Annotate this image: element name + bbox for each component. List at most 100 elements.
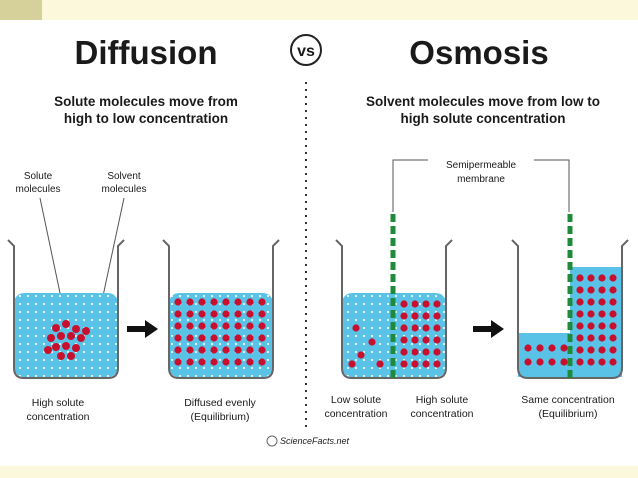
solute-molecule — [174, 298, 182, 306]
solute-molecule — [576, 298, 584, 306]
solute-molecule — [587, 322, 595, 330]
solute-molecule — [576, 286, 584, 294]
solute-molecule — [400, 324, 408, 332]
solute-molecule — [77, 334, 85, 342]
solute-molecule — [62, 342, 70, 350]
solute-molecule — [222, 298, 230, 306]
solute-molecule — [258, 310, 266, 318]
vs-badge — [290, 34, 322, 66]
solute-molecule — [411, 360, 419, 368]
solute-molecule — [258, 298, 266, 306]
solute-molecule — [198, 334, 206, 342]
top-bar — [0, 0, 638, 20]
solute-molecule — [52, 343, 60, 351]
solute-molecule — [576, 346, 584, 354]
solute-molecule — [198, 310, 206, 318]
solute-molecule — [587, 286, 595, 294]
solute-molecule — [422, 324, 430, 332]
solute-molecule — [210, 298, 218, 306]
solute-molecule — [246, 346, 254, 354]
osmosis-arrow — [473, 320, 504, 338]
solute-molecule — [560, 358, 568, 366]
beaker3-caption-right-1: High solute — [416, 394, 469, 406]
solute-molecule — [376, 360, 384, 368]
beaker-equilibrium-diffusion — [162, 239, 280, 379]
solute-molecule — [222, 358, 230, 366]
osmosis-subtitle-2: high solute concentration — [400, 111, 565, 126]
solute-molecule — [47, 334, 55, 342]
solute-molecule — [422, 300, 430, 308]
solute-molecule — [598, 334, 606, 342]
solute-molecule — [352, 324, 360, 332]
solute-molecule — [400, 312, 408, 320]
solute-molecule — [67, 352, 75, 360]
solute-molecule — [198, 358, 206, 366]
solute-molecule — [44, 346, 52, 354]
solute-molecule — [62, 320, 70, 328]
solute-molecule — [246, 358, 254, 366]
beaker-high-solute — [7, 239, 125, 379]
solute-molecule — [598, 346, 606, 354]
diagram-panel: Diffusion vs Osmosis Solute molecules mo… — [0, 20, 638, 466]
solute-molecule — [174, 310, 182, 318]
beaker3-left-solutes — [348, 324, 384, 368]
solute-molecule — [433, 312, 441, 320]
beaker2-solvent-dots — [169, 293, 273, 377]
solute-molecule — [598, 322, 606, 330]
solute-molecule — [210, 310, 218, 318]
beaker4-water-left — [518, 333, 570, 377]
label-solvent-1: Solvent — [107, 171, 141, 182]
solute-molecule — [186, 334, 194, 342]
solute-molecule — [258, 346, 266, 354]
solute-molecule — [258, 358, 266, 366]
solute-molecule — [234, 298, 242, 306]
solute-molecule — [198, 346, 206, 354]
solute-molecule — [576, 274, 584, 282]
solute-molecule — [246, 322, 254, 330]
beaker2-caption-1: Diffused evenly — [184, 397, 256, 409]
credit-text: ScienceFacts.net — [280, 436, 350, 446]
solute-molecule — [609, 358, 617, 366]
bottom-bar — [0, 466, 638, 478]
solute-molecule — [598, 286, 606, 294]
solute-molecule — [598, 274, 606, 282]
solute-molecule — [67, 332, 75, 340]
solute-molecule — [400, 360, 408, 368]
solute-molecule — [411, 324, 419, 332]
beaker3-caption-right-2: concentration — [410, 408, 473, 420]
solute-molecule — [400, 348, 408, 356]
diagram-canvas: Diffusion vs Osmosis Solute molecules mo… — [7, 34, 629, 447]
solute-molecule — [598, 358, 606, 366]
beaker3-caption-left-2: concentration — [324, 408, 387, 420]
label-solute-2: molecules — [15, 184, 60, 195]
solute-molecule — [536, 358, 544, 366]
solute-molecule — [433, 324, 441, 332]
solute-molecule — [609, 322, 617, 330]
solute-molecule — [210, 322, 218, 330]
solute-molecule — [576, 334, 584, 342]
solute-molecule — [609, 334, 617, 342]
solute-molecule — [186, 298, 194, 306]
solute-molecule — [368, 338, 376, 346]
beaker3-right-solutes — [400, 300, 441, 368]
beaker4-right-solutes — [576, 274, 617, 366]
solute-molecule — [560, 344, 568, 352]
solute-molecule — [536, 344, 544, 352]
beaker4-caption-2: (Equilibrium) — [539, 408, 598, 420]
solute-molecule — [57, 352, 65, 360]
solute-molecule — [246, 310, 254, 318]
solute-molecule — [174, 322, 182, 330]
solute-molecule — [400, 336, 408, 344]
solute-molecule — [587, 310, 595, 318]
solvent-leader-line — [99, 197, 125, 311]
solute-molecule — [198, 322, 206, 330]
solute-molecule — [576, 310, 584, 318]
solute-molecule — [174, 358, 182, 366]
solute-molecule — [234, 334, 242, 342]
solute-molecule — [222, 322, 230, 330]
top-bar-accent — [0, 0, 42, 20]
solute-molecule — [186, 358, 194, 366]
solute-molecule — [433, 300, 441, 308]
solute-molecule — [609, 298, 617, 306]
solute-molecule — [198, 298, 206, 306]
